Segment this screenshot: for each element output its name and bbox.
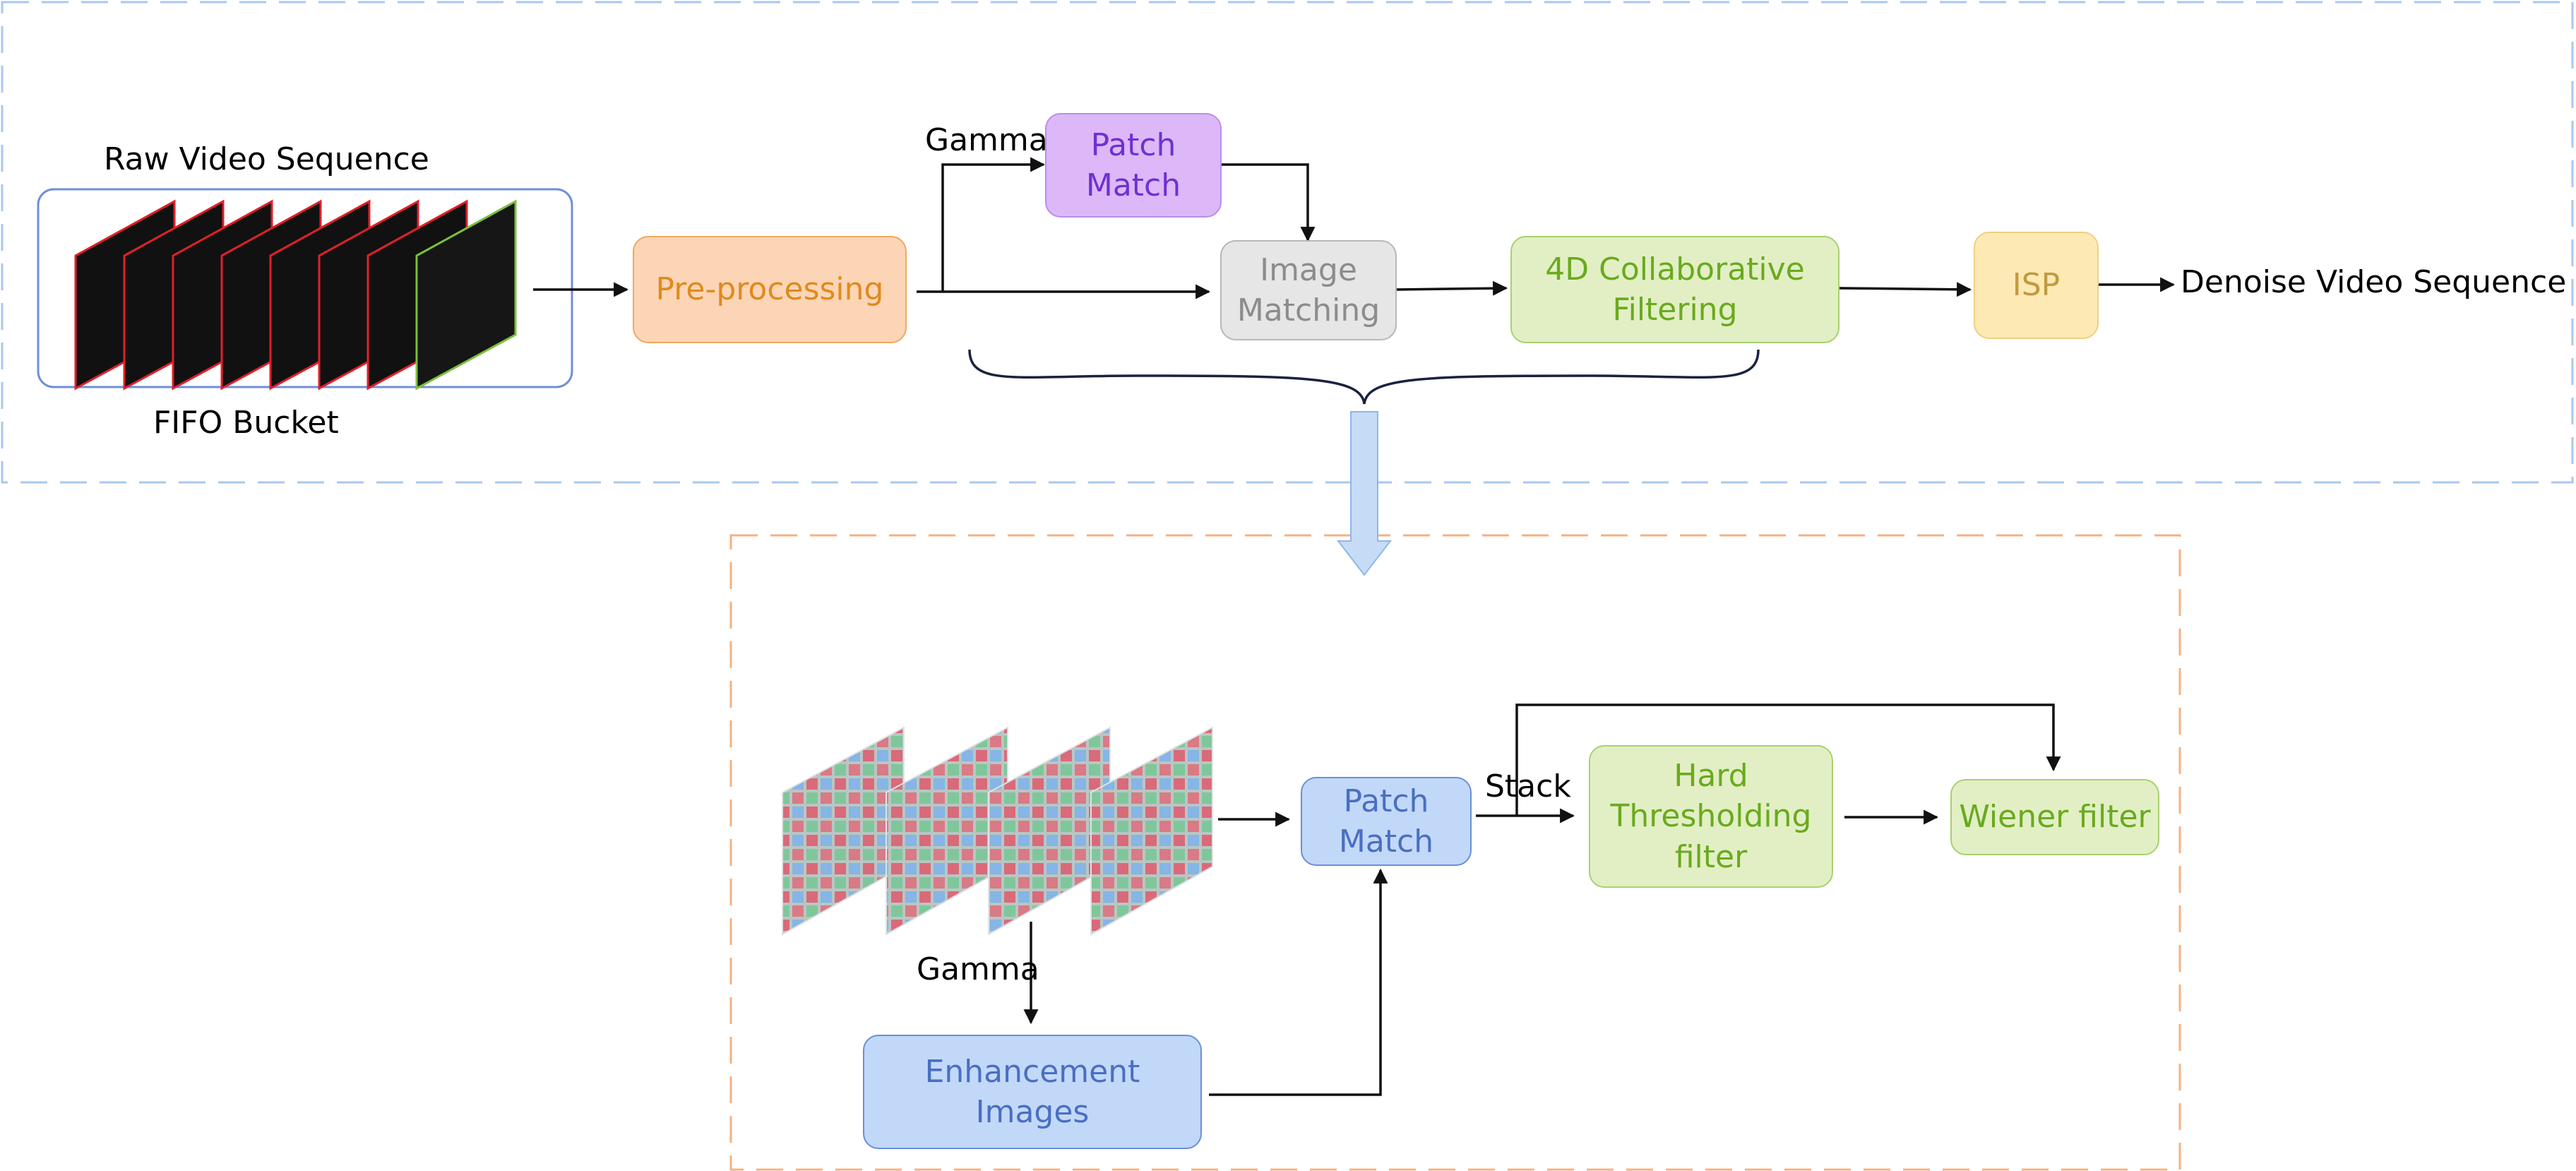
enhancement-images-box: Enhancement Images (863, 1035, 1202, 1149)
isp-box: ISP (1974, 232, 2099, 339)
image-matching-box: Image Matching (1220, 240, 1397, 340)
collab-line2: Filtering (1612, 292, 1738, 328)
patch-match-bottom-line1: Patch (1343, 783, 1429, 819)
collab-line1: 4D Collaborative (1545, 251, 1805, 287)
arrow-image-matching-to-4d (1396, 280, 1508, 296)
patch-match-line2: Match (1085, 167, 1181, 203)
denoise-output-label: Denoise Video Sequence (2181, 264, 2567, 300)
wiener-filter-box: Wiener filter (1950, 779, 2159, 855)
enhancement-images-label: Enhancement Images (924, 1053, 1140, 1130)
stack-label: Stack (1485, 768, 1571, 804)
arrow-gamma-to-patch-match (941, 157, 1046, 292)
wiener-filter-label: Wiener filter (1959, 799, 2151, 836)
arrow-4d-to-isp (1839, 282, 1972, 297)
patch-match-box-bottom: Patch Match (1301, 777, 1472, 866)
collaborative-filtering-box: 4D Collaborative Filtering (1510, 236, 1839, 343)
video-frame-current (415, 199, 517, 391)
arrow-patch-to-image-matching (1220, 163, 1316, 242)
fifo-bucket-label: FIFO Bucket (153, 405, 339, 441)
video-frame-stack (74, 199, 517, 391)
image-matching-line1: Image (1260, 251, 1357, 288)
arrow-enhancement-to-patch-match (1209, 868, 1388, 1096)
hard-line3: filter (1674, 838, 1748, 875)
preprocessing-box: Pre-processing (633, 236, 907, 343)
top-stage-frame (1, 1, 2574, 484)
fifo-bucket-border (37, 188, 573, 388)
raw-video-sequence-label: Raw Video Sequence (104, 141, 429, 177)
hard-line2: Thresholding (1610, 798, 1812, 835)
patch-match-box-top: Patch Match (1045, 113, 1222, 218)
patch-match-bottom-line2: Match (1338, 824, 1434, 860)
bottom-gamma-label: Gamma (917, 951, 1039, 987)
bottom-stage-frame (729, 534, 2181, 1171)
isp-label: ISP (2012, 267, 2061, 304)
raw-image-stack (782, 726, 1213, 936)
expand-down-arrow (1336, 411, 1393, 576)
hard-thresholding-box: Hard Thresholding filter (1589, 745, 1833, 888)
preprocessing-label: Pre-processing (655, 271, 884, 308)
curly-brace (968, 349, 1760, 405)
patch-match-line1: Patch (1090, 126, 1176, 163)
arrow-stack-to-wiener (1515, 703, 2061, 816)
raw-mosaic-image (1090, 726, 1213, 936)
image-matching-line2: Matching (1236, 292, 1381, 328)
top-gamma-label: Gamma (925, 122, 1048, 158)
hard-line1: Hard (1674, 758, 1748, 795)
